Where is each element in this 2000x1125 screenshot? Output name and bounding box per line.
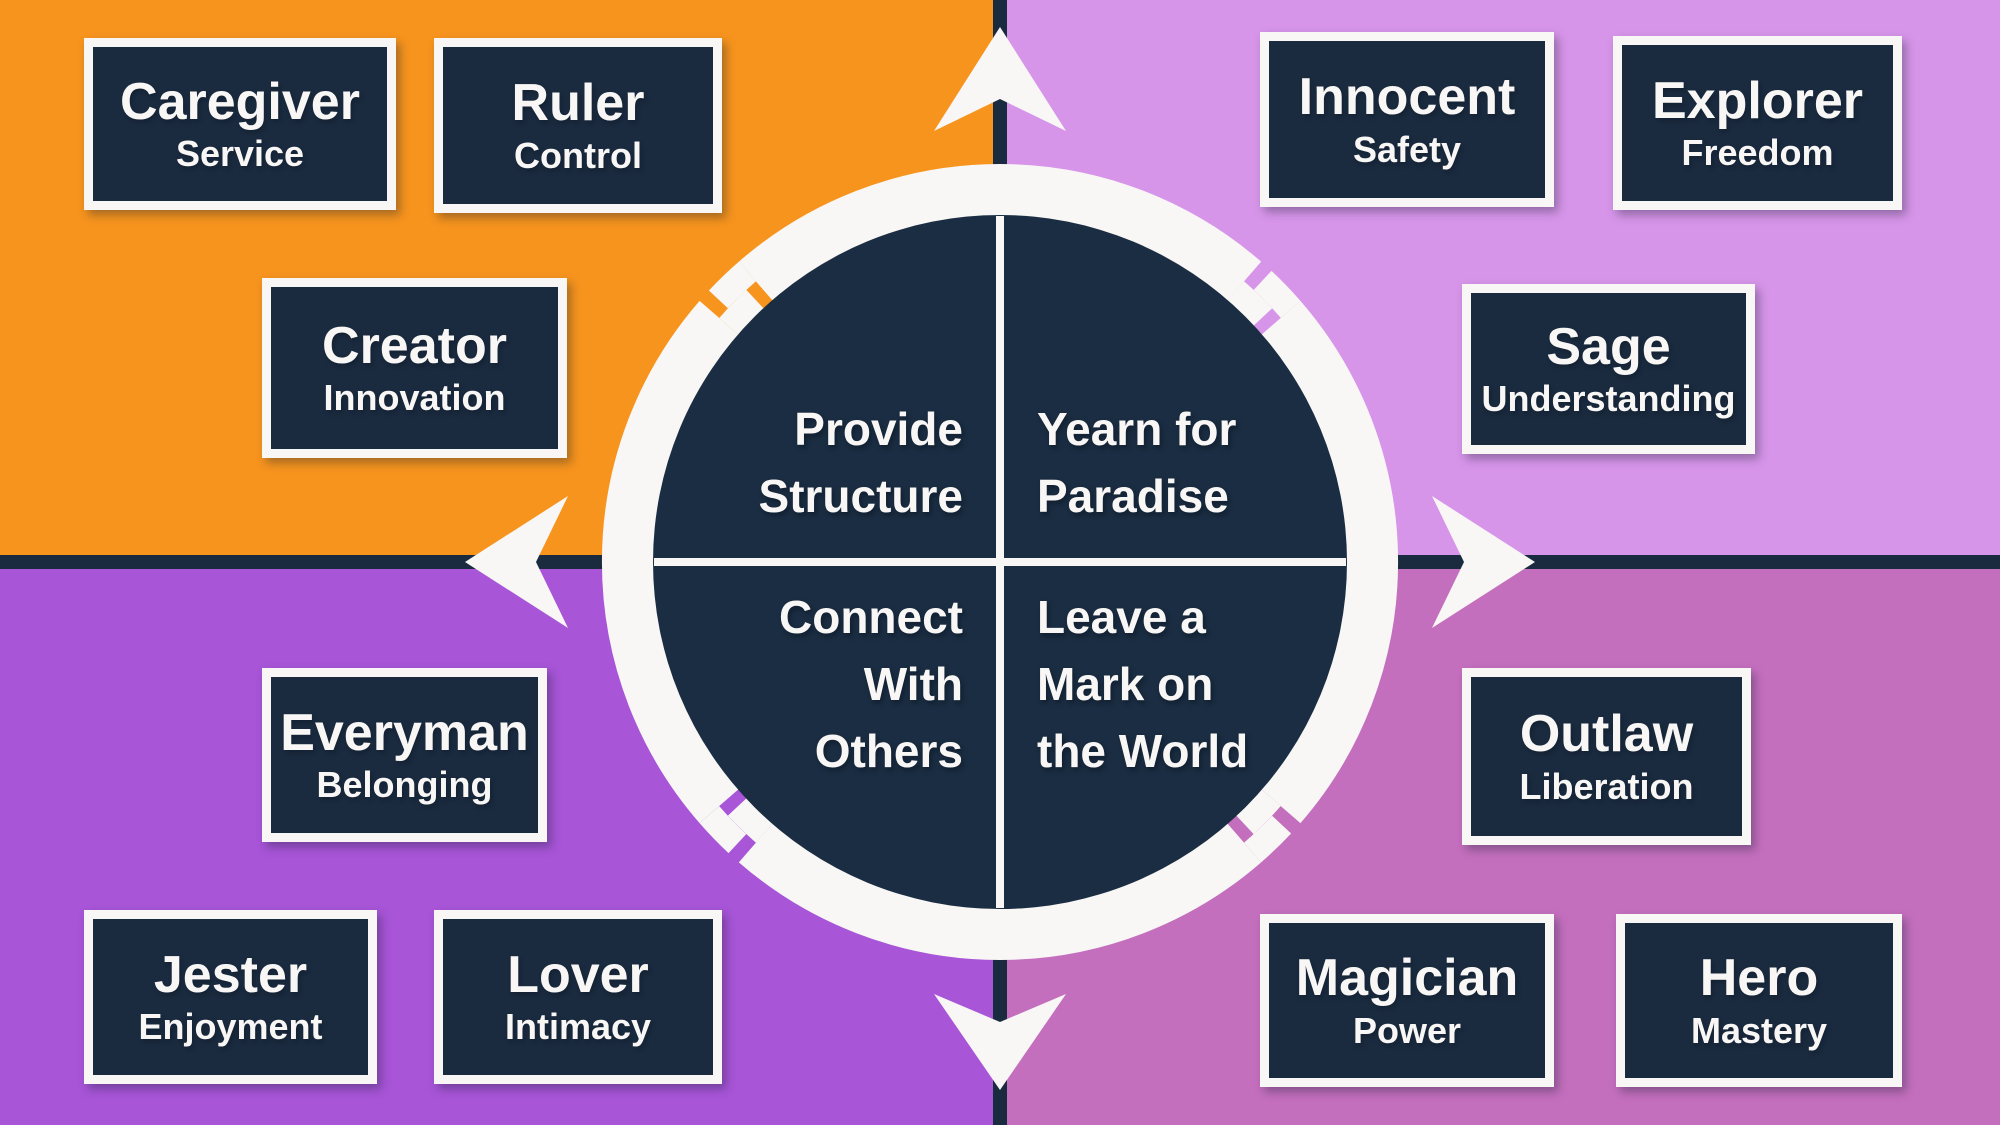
archetype-card-caregiver: Caregiver Service: [84, 38, 396, 210]
archetype-drive: Innovation: [323, 377, 506, 419]
archetype-card-sage: Sage Understanding: [1462, 284, 1755, 454]
archetype-name: Hero: [1699, 949, 1819, 1008]
archetype-name: Everyman: [280, 703, 529, 762]
archetype-name: Outlaw: [1519, 705, 1694, 764]
need-label-top-right: Yearn for Paradise: [1037, 403, 1237, 522]
card-inner: Outlaw Liberation: [1471, 677, 1742, 836]
archetype-card-ruler: Ruler Control: [434, 38, 722, 213]
card-inner: Magician Power: [1269, 923, 1545, 1078]
archetype-drive: Service: [175, 133, 305, 175]
ring-notch-outer-tab-nw: [708, 261, 757, 309]
card-inner: Ruler Control: [443, 47, 713, 204]
arrow-down-icon: [934, 994, 1066, 1090]
need-label-top-left: Provide Structure: [758, 403, 963, 522]
archetype-name: Innocent: [1298, 68, 1516, 127]
ring-notch-outer-tab-sw: [699, 805, 747, 854]
archetype-drive: Enjoyment: [138, 1006, 323, 1048]
archetype-card-explorer: Explorer Freedom: [1613, 36, 1902, 210]
ring-notch-inner-tab-ne: [1226, 281, 1273, 327]
archetype-name: Lover: [507, 945, 649, 1004]
card-inner: Creator Innovation: [271, 287, 558, 449]
archetype-card-magician: Magician Power: [1260, 914, 1554, 1087]
ring-notch-inner-tab-nw: [719, 289, 765, 336]
card-inner: Lover Intimacy: [443, 919, 713, 1075]
archetype-card-innocent: Innocent Safety: [1260, 32, 1554, 207]
card-inner: Hero Mastery: [1625, 923, 1893, 1078]
archetype-drive: Liberation: [1519, 765, 1694, 807]
archetype-card-creator: Creator Innovation: [262, 278, 567, 458]
arrow-up-icon: [934, 27, 1066, 131]
card-inner: Innocent Safety: [1269, 41, 1545, 198]
archetype-name: Caregiver: [120, 72, 360, 131]
arrow-right-icon: [1432, 496, 1535, 628]
ring-arc-right: [1261, 300, 1399, 824]
ring-arc-bottom: [738, 823, 1262, 960]
archetype-name: Explorer: [1652, 71, 1863, 130]
archetype-drive: Mastery: [1690, 1009, 1828, 1051]
archetype-drive: Intimacy: [504, 1006, 652, 1048]
archetype-drive: Power: [1352, 1009, 1462, 1051]
card-inner: Caregiver Service: [93, 47, 387, 201]
archetype-card-jester: Jester Enjoyment: [84, 910, 377, 1084]
archetype-name: Magician: [1295, 949, 1519, 1008]
archetype-name: Jester: [153, 945, 308, 1004]
ring-notch-outer-tab-se: [1243, 815, 1292, 863]
arrow-left-icon: [465, 496, 568, 628]
card-inner: Explorer Freedom: [1622, 45, 1893, 201]
ring-notch-inner-tab-sw: [727, 797, 774, 843]
ring-notch-inner-tab-se: [1235, 788, 1281, 835]
archetype-card-lover: Lover Intimacy: [434, 910, 722, 1084]
need-label-bottom-right: Leave a Mark on the World: [1037, 591, 1249, 777]
archetype-card-outlaw: Outlaw Liberation: [1462, 668, 1751, 845]
archetype-drive: Belonging: [316, 764, 493, 806]
cycle-ring-icon: [601, 164, 1399, 960]
direction-arrows: [465, 27, 1535, 1090]
ring-arc-top: [738, 164, 1262, 301]
archetype-name: Ruler: [511, 74, 645, 133]
archetype-drive: Understanding: [1481, 378, 1736, 420]
archetype-name: Creator: [322, 316, 507, 375]
archetype-name: Sage: [1546, 317, 1671, 376]
card-inner: Sage Understanding: [1471, 293, 1746, 445]
need-label-bottom-left: Connect With Others: [779, 591, 963, 777]
archetype-drive: Safety: [1352, 128, 1462, 170]
archetype-drive: Control: [514, 134, 642, 176]
ring-notch-outer-tab-ne: [1253, 270, 1301, 319]
card-inner: Jester Enjoyment: [93, 919, 368, 1075]
ring-arc-left: [601, 300, 739, 824]
archetype-card-hero: Hero Mastery: [1616, 914, 1902, 1087]
archetype-card-everyman: Everyman Belonging: [262, 668, 547, 842]
card-inner: Everyman Belonging: [271, 677, 538, 833]
archetype-drive: Freedom: [1681, 132, 1834, 174]
